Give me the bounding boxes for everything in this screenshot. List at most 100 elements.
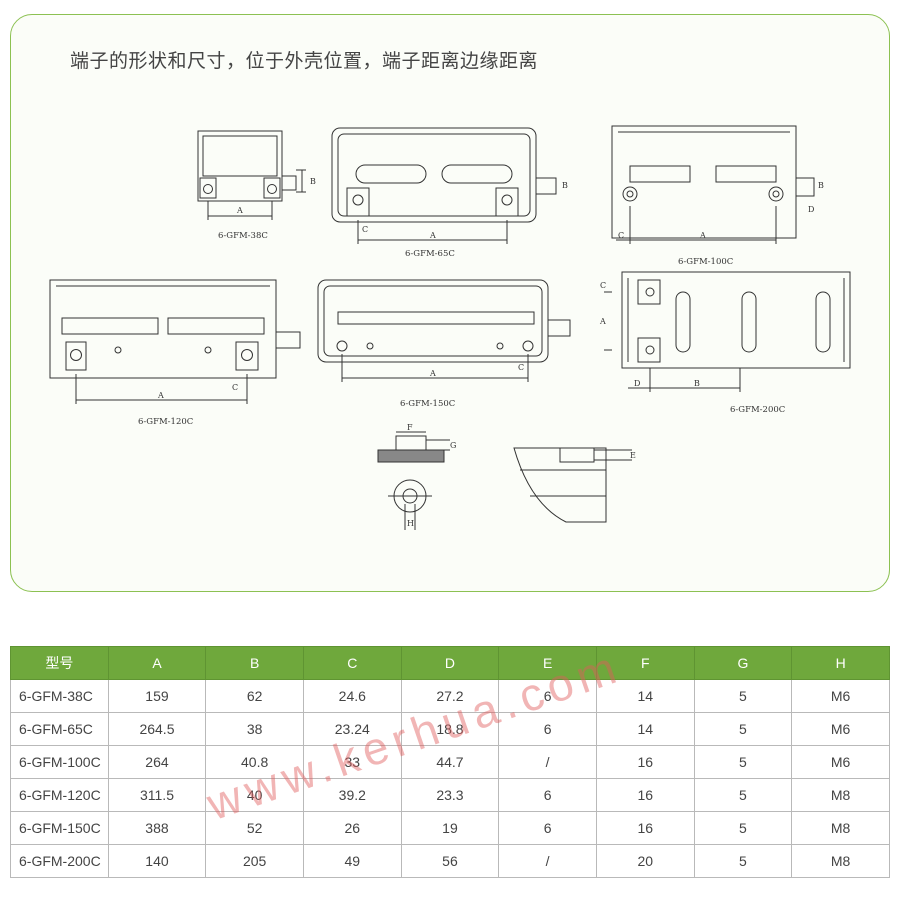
table-cell: 23.24	[302, 712, 402, 746]
table-cell: 6-GFM-120C	[10, 778, 109, 812]
header-a: A	[107, 646, 207, 680]
table-cell: 40.8	[205, 745, 304, 779]
table-cell: 6-GFM-65C	[10, 712, 109, 746]
table-cell: 6	[498, 778, 597, 812]
table-cell: M6	[791, 745, 890, 779]
dim-b-38c: B	[310, 177, 316, 186]
table-row: 6-GFM-38C 159 62 24.6 27.2 6 14 5 M6	[10, 679, 890, 713]
table-cell: 140	[107, 844, 207, 878]
table-cell: 38	[205, 712, 304, 746]
table-cell: /	[498, 844, 597, 878]
table-header-row: 型号 A B C D E F G H	[10, 646, 890, 680]
dim-h: H	[407, 519, 414, 528]
header-c: C	[302, 646, 402, 680]
header-model: 型号	[10, 646, 109, 680]
label-65c: 6-GFM-65C	[405, 249, 455, 259]
table-cell: 388	[107, 811, 207, 845]
drawing-100c: A C B D 6-GFM-100C	[611, 125, 824, 267]
header-h: H	[791, 646, 890, 680]
table-cell: 16	[595, 778, 695, 812]
table-cell: 6-GFM-200C	[10, 844, 109, 878]
table-row: 6-GFM-100C 264 40.8 33 44.7 / 16 5 M6	[10, 745, 890, 779]
table-cell: 5	[693, 745, 793, 779]
spec-table-body: 6-GFM-38C 159 62 24.6 27.2 6 14 5 M6 6-G…	[10, 679, 890, 878]
dim-a-120c: A	[157, 391, 164, 400]
table-cell: 14	[595, 712, 695, 746]
table-cell: 6	[498, 811, 597, 845]
terminal-detail: F G H	[377, 423, 456, 530]
table-cell: 16	[595, 745, 695, 779]
drawing-panel	[10, 14, 890, 592]
label-150c: 6-GFM-150C	[400, 399, 455, 409]
dim-d-100c: D	[808, 205, 814, 214]
table-cell: 27.2	[400, 679, 500, 713]
table-cell: 264	[107, 745, 207, 779]
drawing-150c: A C 6-GFM-150C	[317, 279, 571, 409]
table-cell: 5	[693, 712, 793, 746]
table-cell: 19	[400, 811, 500, 845]
table-row: 6-GFM-150C 388 52 26 19 6 16 5 M8	[10, 811, 890, 845]
table-cell: M8	[791, 844, 890, 878]
dim-c-120c: C	[232, 383, 238, 392]
table-cell: 44.7	[400, 745, 500, 779]
dim-b-200c: B	[694, 379, 700, 388]
header-d: D	[400, 646, 500, 680]
dim-a-100c: A	[699, 231, 706, 240]
table-cell: 33	[302, 745, 402, 779]
dim-c-150c: C	[518, 363, 524, 372]
table-cell: 40	[205, 778, 304, 812]
dim-a-65c: A	[429, 231, 436, 240]
dim-a-150c: A	[429, 369, 436, 378]
table-cell: 62	[205, 679, 304, 713]
label-120c: 6-GFM-120C	[138, 417, 193, 427]
spec-table: 型号 A B C D E F G H 6-GFM-38C 159 62 24.6…	[10, 646, 890, 878]
table-cell: 16	[595, 811, 695, 845]
table-cell: 6-GFM-38C	[10, 679, 109, 713]
dim-a-200c: A	[599, 317, 606, 326]
dim-c-100c: C	[618, 231, 624, 240]
table-cell: M6	[791, 679, 890, 713]
drawing-200c: B D A C 6-GFM-200C	[599, 271, 851, 415]
dim-g: G	[450, 441, 456, 450]
table-cell: 56	[400, 844, 500, 878]
table-row: 6-GFM-65C 264.5 38 23.24 18.8 6 14 5 M6	[10, 712, 890, 746]
table-cell: 264.5	[107, 712, 207, 746]
table-cell: 39.2	[302, 778, 402, 812]
table-cell: 311.5	[107, 778, 207, 812]
terminal-drawings: A B 6-GFM-38C A C B 6-GFM-65C A C B D 6-…	[49, 125, 851, 530]
table-cell: 205	[205, 844, 304, 878]
panel-title: 端子的形状和尺寸，位于外壳位置，端子距离边缘距离	[70, 50, 539, 72]
table-cell: 49	[302, 844, 402, 878]
table-cell: 24.6	[302, 679, 402, 713]
dim-a-38c: A	[236, 206, 243, 215]
table-cell: 5	[693, 778, 793, 812]
label-200c: 6-GFM-200C	[730, 405, 785, 415]
terminal-profile: E	[513, 447, 636, 523]
dim-d-200c: D	[634, 379, 640, 388]
header-e: E	[498, 646, 597, 680]
header-f: F	[595, 646, 695, 680]
label-38c: 6-GFM-38C	[218, 231, 268, 241]
drawing-38c: A B 6-GFM-38C	[197, 130, 316, 241]
table-cell: 18.8	[400, 712, 500, 746]
table-cell: 26	[302, 811, 402, 845]
table-cell: M8	[791, 778, 890, 812]
table-cell: 20	[595, 844, 695, 878]
table-cell: 6	[498, 679, 597, 713]
table-cell: 6	[498, 712, 597, 746]
table-cell: 52	[205, 811, 304, 845]
table-cell: 5	[693, 679, 793, 713]
table-cell: /	[498, 745, 597, 779]
table-cell: 5	[693, 811, 793, 845]
table-cell: 6-GFM-150C	[10, 811, 109, 845]
table-row: 6-GFM-200C 140 205 49 56 / 20 5 M8	[10, 844, 890, 878]
table-cell: 5	[693, 844, 793, 878]
drawing-120c: A C 6-GFM-120C	[49, 279, 301, 427]
table-cell: M8	[791, 811, 890, 845]
label-100c: 6-GFM-100C	[678, 257, 733, 267]
dim-b-65c: B	[562, 181, 568, 190]
header-b: B	[205, 646, 304, 680]
table-cell: 23.3	[400, 778, 500, 812]
table-cell: 14	[595, 679, 695, 713]
dim-c-200c: C	[600, 281, 606, 290]
